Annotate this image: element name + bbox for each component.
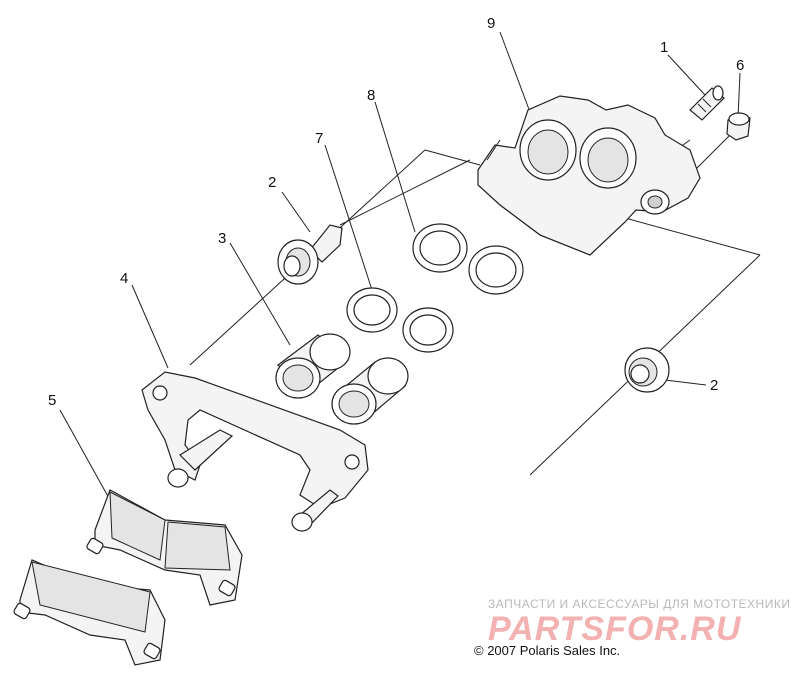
callout-4: 4	[120, 270, 128, 287]
callout-3: 3	[218, 230, 226, 247]
caliper-bracket	[141, 371, 369, 532]
callout-6: 6	[736, 57, 744, 74]
callout-1: 1	[660, 39, 668, 56]
callout-9: 9	[487, 15, 495, 32]
copyright-notice: © 2007 Polaris Sales Inc.	[474, 643, 621, 658]
caliper-body	[477, 95, 701, 256]
watermark-logo: PARTSFOR.RU	[488, 610, 742, 648]
callout-8: 8	[367, 87, 375, 104]
pistons	[275, 333, 409, 425]
slide-pin-boot-upper	[277, 224, 343, 285]
piston-seal-lower	[346, 287, 454, 353]
brake-pad-upper	[86, 489, 243, 606]
piston-seal-upper	[412, 223, 524, 295]
bleeder-screw	[689, 85, 725, 121]
callout-2-right: 2	[710, 377, 718, 394]
bleeder-cap	[726, 112, 751, 141]
callout-labels: 1 2 2 3 4 5 6 7 8 9	[48, 15, 744, 409]
brake-pad-lower	[13, 559, 166, 666]
slide-pin-boot-right	[624, 347, 670, 393]
watermark-tagline: ЗАПЧАСТИ И АКСЕССУАРЫ ДЛЯ МОТОТЕХНИКИ	[488, 597, 791, 611]
callout-7: 7	[315, 130, 323, 147]
callout-5: 5	[48, 392, 56, 409]
callout-2-upper: 2	[268, 174, 276, 191]
leader-lines	[59, 31, 741, 501]
